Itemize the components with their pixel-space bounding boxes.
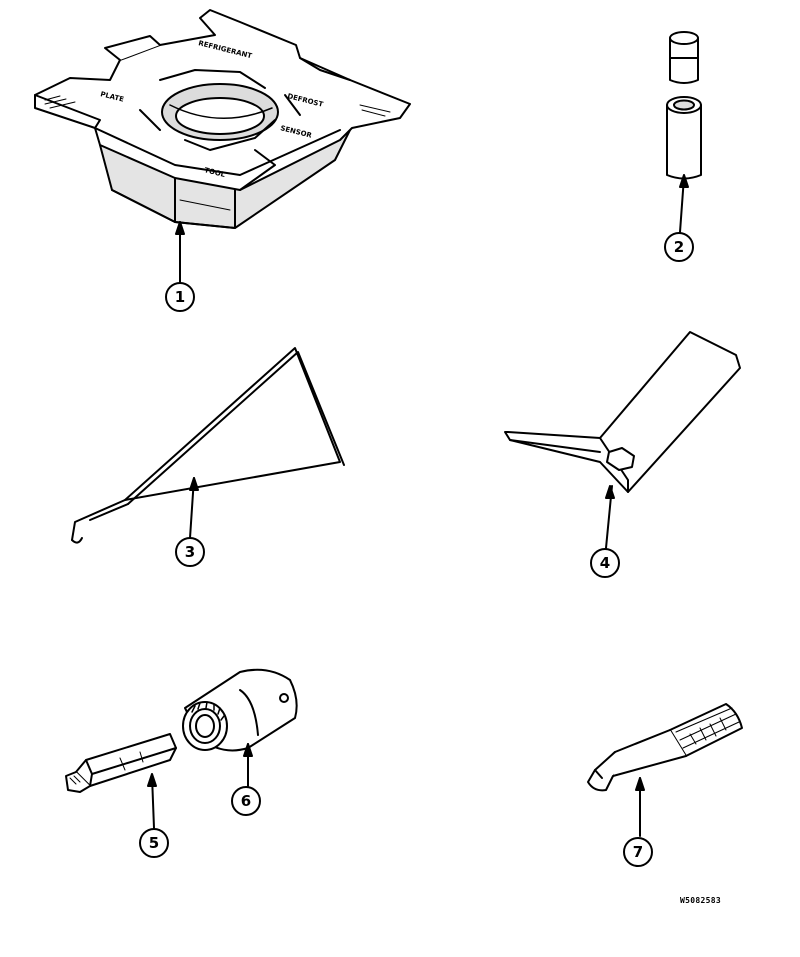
callout-6: 6 xyxy=(231,786,261,816)
leader-7 xyxy=(635,777,645,837)
part-3-wire-hook-tool xyxy=(71,347,345,544)
callout-6-number: 6 xyxy=(241,792,251,810)
callout-3: 3 xyxy=(175,537,205,567)
part-5-torx-bit xyxy=(65,733,177,793)
callout-5: 5 xyxy=(139,828,169,858)
part-1-tool-kit xyxy=(34,9,411,229)
callout-7: 7 xyxy=(623,837,653,867)
leader-6 xyxy=(243,743,253,787)
part-4-wrench-plate xyxy=(504,331,741,493)
callout-1-number: 1 xyxy=(175,288,185,306)
leader-1 xyxy=(175,221,185,283)
callout-3-number: 3 xyxy=(185,543,195,561)
part-2-tubes xyxy=(666,31,702,180)
part-6-socket xyxy=(182,668,298,752)
leader-2 xyxy=(679,174,689,233)
leader-5 xyxy=(147,773,157,829)
callout-2: 2 xyxy=(664,232,694,262)
callout-4: 4 xyxy=(590,548,620,578)
part-7-pin-punch xyxy=(587,703,743,792)
callout-5-number: 5 xyxy=(149,834,159,852)
callout-1: 1 xyxy=(165,282,195,312)
drawing-reference-code: W5082583 xyxy=(680,896,721,905)
callout-7-number: 7 xyxy=(633,843,643,861)
leader-3 xyxy=(189,477,199,539)
leader-4 xyxy=(605,485,615,549)
callout-4-number: 4 xyxy=(600,554,610,572)
callout-2-number: 2 xyxy=(674,238,684,256)
